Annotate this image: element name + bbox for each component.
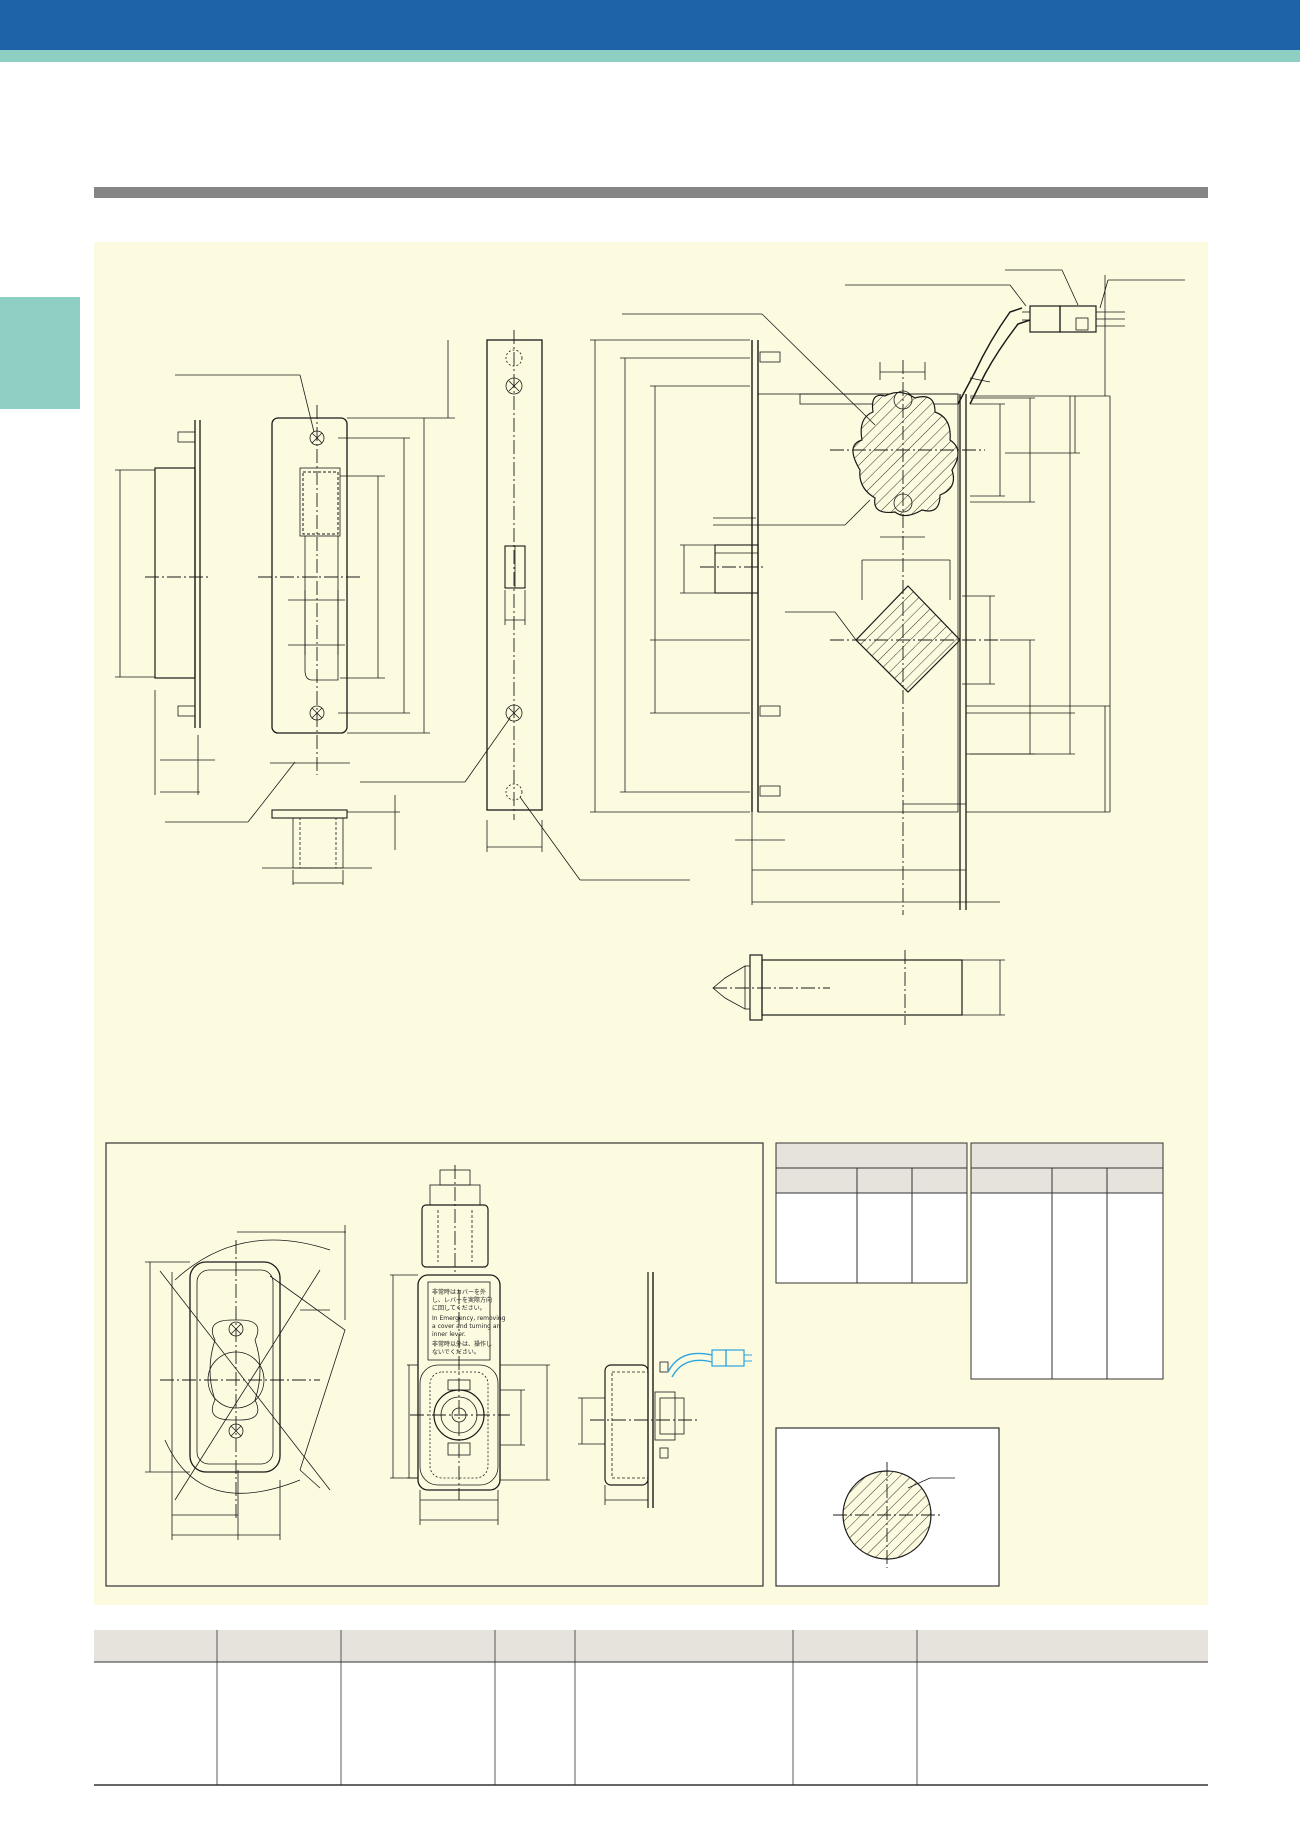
spec-table-right: [970, 1142, 1164, 1380]
thumbturn-escutcheon-view: [145, 1225, 346, 1540]
faceplate-view: [360, 330, 690, 881]
section-side-tab[interactable]: [0, 297, 80, 409]
cylinder-side-view: [712, 950, 1005, 1025]
spindle-section-detail: [775, 1427, 1000, 1587]
bottom-spec-table: [94, 1630, 1208, 1786]
emergency-cover-side-view: [578, 1272, 752, 1508]
label-jp-line-3: に回してください。: [432, 1305, 486, 1312]
label-en-line-3: inner lever.: [432, 1331, 466, 1338]
strike-front-view: [165, 340, 455, 823]
label-jp-line-2: し、レバーを実際方向: [432, 1296, 492, 1304]
spec-table-left: [775, 1142, 968, 1284]
label-en-line-1: In Emergency, removing: [432, 1315, 506, 1322]
header-bar: [0, 0, 1300, 50]
title-rule: [94, 187, 1208, 198]
lock-body-view: [590, 269, 1185, 915]
label-jp-line-1: 非常時はカバーを外: [432, 1288, 486, 1296]
label-jp-line-4: 非常時以外は、操作し: [432, 1340, 492, 1348]
header-accent-stripe: [0, 50, 1300, 62]
label-en-line-2: a cover and turning an: [432, 1323, 501, 1330]
emergency-cover-view: 非常時はカバーを外 し、レバーを実際方向 に回してください。 In Emerge…: [390, 1165, 550, 1525]
label-jp-line-5: ないでください。: [432, 1349, 480, 1356]
strike-box-bottom-view: [262, 795, 400, 885]
thumbturn-subpanel: [105, 1142, 764, 1587]
strike-side-view: [115, 420, 215, 795]
